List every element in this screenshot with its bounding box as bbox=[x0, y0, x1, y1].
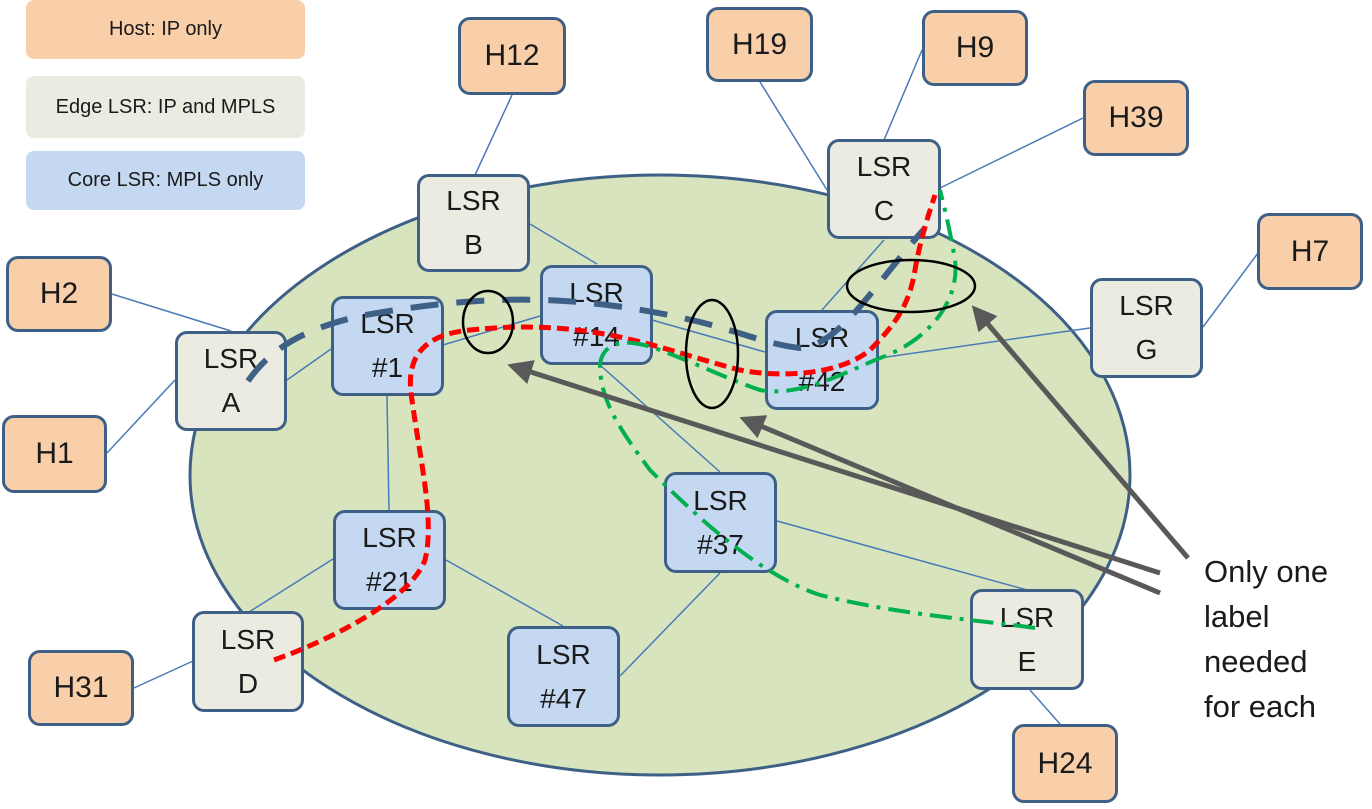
link-n37-e bbox=[776, 520, 1028, 591]
link-n37-n47 bbox=[619, 572, 721, 677]
core-lsr-37-line2: #37 bbox=[697, 528, 744, 560]
annotation-text: Only one label needed for each bbox=[1204, 549, 1328, 729]
core-lsr-47-line2: #47 bbox=[540, 682, 587, 714]
host-h1: H1 bbox=[2, 415, 107, 493]
link-n42-g bbox=[878, 327, 1091, 359]
edge-lsr-e-line2: E bbox=[1017, 645, 1037, 677]
host-h9: H9 bbox=[922, 10, 1028, 86]
arrow-to-ellipse-2 bbox=[739, 415, 1161, 596]
lsp-path-red bbox=[273, 194, 938, 663]
host-h12: H12 bbox=[458, 17, 566, 95]
core-lsr-1-line2: #1 bbox=[371, 352, 404, 383]
edge-lsr-e: LSR E bbox=[970, 589, 1084, 690]
edge-lsr-c: LSR C bbox=[827, 139, 941, 239]
host-h2: H2 bbox=[6, 256, 112, 332]
link-n1-n21 bbox=[386, 395, 390, 511]
host-h24: H24 bbox=[1012, 724, 1118, 803]
host-h39: H39 bbox=[1083, 80, 1189, 156]
annotation-line-4: for each bbox=[1204, 689, 1317, 724]
edge-lsr-b-line2: B bbox=[464, 229, 483, 260]
legend-edge-swatch bbox=[26, 76, 305, 138]
lsp-path-blue bbox=[245, 226, 928, 383]
core-lsr-37: LSR #37 bbox=[664, 472, 777, 573]
edge-lsr-g-line1: LSR bbox=[1119, 290, 1174, 321]
arrow-to-ellipse-1 bbox=[507, 360, 1161, 576]
link-n14-n37 bbox=[599, 364, 721, 473]
link-h39-lsr-c bbox=[939, 117, 1084, 189]
host-h7: H7 bbox=[1257, 213, 1363, 290]
legend bbox=[26, 0, 305, 210]
link-b-n14 bbox=[529, 223, 598, 265]
edge-lsr-a-line1: LSR bbox=[203, 343, 259, 374]
legend-edge-label: Edge LSR: IP and MPLS bbox=[55, 95, 276, 118]
edge-lsr-c-line2: C bbox=[873, 195, 895, 226]
link-h1-lsr-a bbox=[106, 379, 176, 454]
link-h12-lsr-b bbox=[474, 94, 513, 176]
label-ellipse-2 bbox=[684, 298, 740, 410]
edge-lsr-d-line2: D bbox=[237, 667, 259, 699]
lsp-path-green bbox=[597, 189, 1036, 630]
edge-lsr-d-line1: LSR bbox=[220, 623, 276, 655]
links bbox=[106, 49, 1259, 725]
legend-core-label: Core LSR: MPLS only bbox=[67, 169, 264, 191]
core-lsr-37-line1: LSR bbox=[693, 484, 748, 516]
edge-lsr-g-line2: G bbox=[1135, 334, 1158, 365]
edge-lsr-a: LSR A bbox=[175, 331, 287, 431]
link-a-n1 bbox=[286, 348, 332, 381]
link-h31-lsr-d bbox=[133, 660, 194, 689]
edge-lsr-g: LSR G bbox=[1090, 278, 1203, 378]
edge-lsr-b-line1: LSR bbox=[446, 185, 501, 216]
core-lsr-21-line2: #21 bbox=[366, 566, 413, 597]
link-n21-d bbox=[248, 558, 334, 613]
legend-core-swatch bbox=[26, 151, 305, 210]
edge-lsr-a-line2: A bbox=[221, 387, 241, 418]
link-n14-n42 bbox=[651, 319, 766, 353]
edge-lsr-c-line1: LSR bbox=[856, 151, 912, 182]
link-h2-lsr-a bbox=[111, 293, 232, 332]
edge-lsr-b: LSR B bbox=[417, 174, 530, 272]
legend-host-swatch bbox=[26, 0, 305, 59]
label-ellipse-3 bbox=[845, 258, 977, 314]
core-lsr-47: LSR #47 bbox=[507, 626, 620, 727]
link-h24-lsr-e bbox=[1029, 689, 1061, 725]
annotation-line-1: Only one bbox=[1204, 554, 1329, 589]
link-h9-lsr-c bbox=[883, 49, 923, 141]
host-h31: H31 bbox=[28, 650, 134, 726]
core-lsr-21-line1: LSR bbox=[362, 522, 417, 553]
host-h19: H19 bbox=[706, 7, 813, 82]
link-n21-n47 bbox=[445, 559, 564, 627]
link-h19-lsr-c bbox=[759, 81, 828, 191]
legend-host-label: Host: IP only bbox=[108, 18, 223, 40]
annotation-line-2: label bbox=[1204, 599, 1270, 634]
link-h7-lsr-g bbox=[1202, 252, 1259, 328]
label-ellipse-1 bbox=[461, 289, 515, 355]
arrow-to-ellipse-3 bbox=[971, 305, 1190, 560]
core-lsr-14: LSR #14 bbox=[540, 265, 653, 365]
annotation-line-3: needed bbox=[1204, 644, 1308, 679]
core-lsr-47-line1: LSR bbox=[536, 638, 591, 670]
edge-lsr-d: LSR D bbox=[192, 611, 304, 712]
